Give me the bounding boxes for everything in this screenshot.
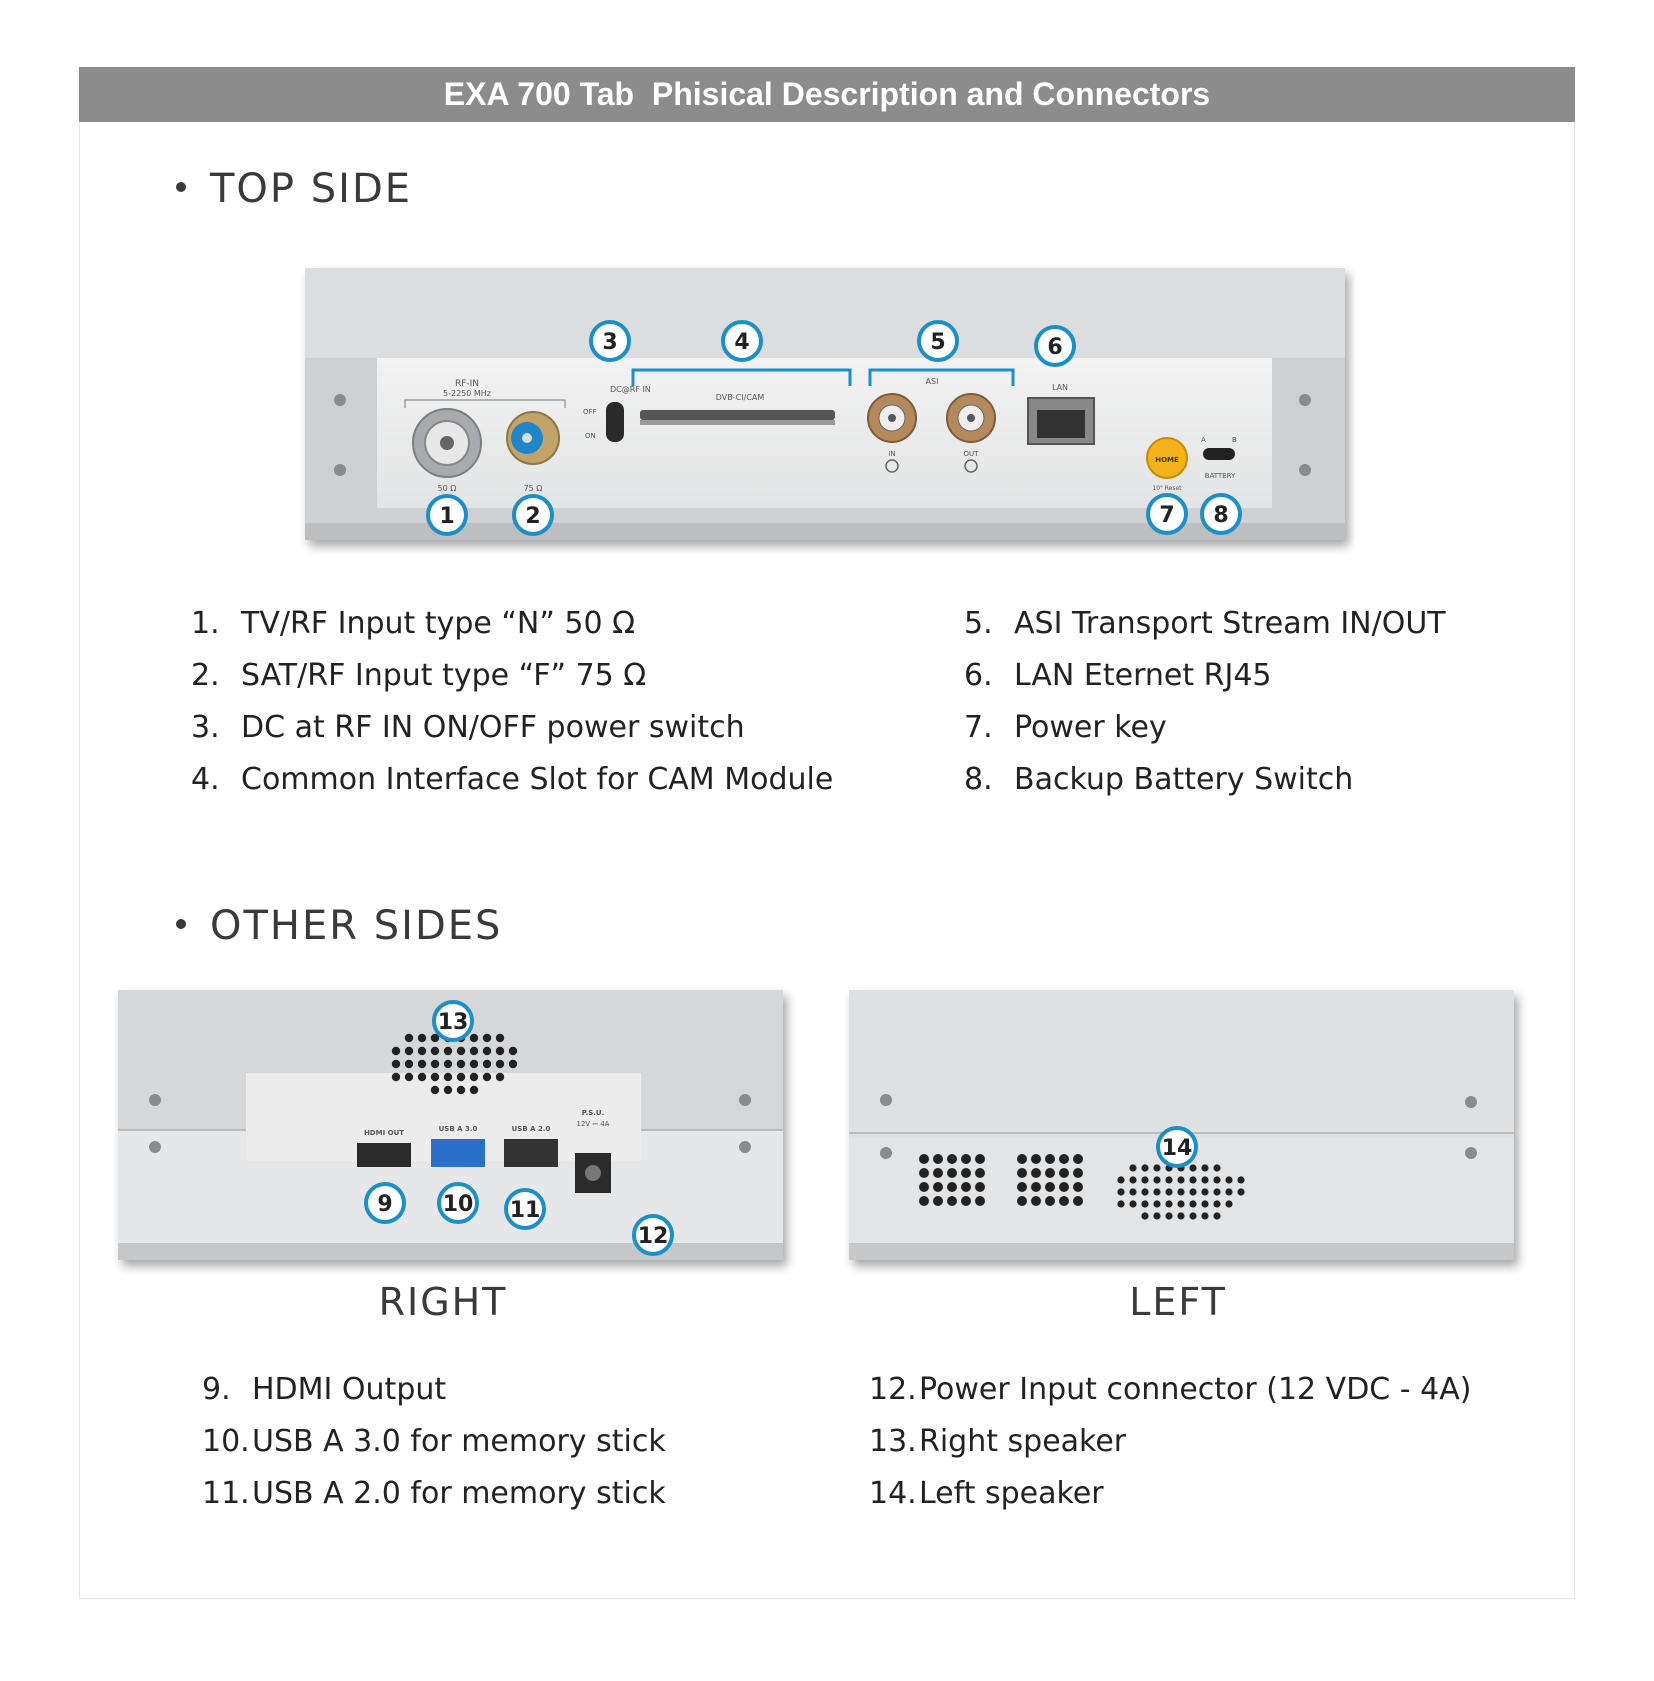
section-heading-top-side: TOP SIDE	[176, 166, 412, 212]
dc-switch-icon	[606, 402, 624, 442]
legend-item: 14.Left speaker	[869, 1476, 1104, 1511]
svg-text:DC@RF IN: DC@RF IN	[610, 385, 651, 394]
svg-text:10: 10	[443, 1192, 474, 1217]
hdmi-port-icon	[357, 1143, 411, 1167]
legend-item: 6.LAN Eternet RJ45	[964, 658, 1272, 693]
svg-text:3: 3	[602, 330, 617, 355]
top-side-photo: RF-IN 5-2250 MHz 50 Ω 75 Ω DC@RF IN OFF …	[305, 268, 1345, 540]
callout-11: 11	[504, 1188, 546, 1230]
section-heading-other-sides: OTHER SIDES	[176, 903, 502, 949]
svg-text:OUT: OUT	[964, 450, 980, 458]
legend-item: 8.Backup Battery Switch	[964, 762, 1354, 797]
svg-text:P.S.U.: P.S.U.	[582, 1109, 605, 1117]
legend-item: 10.USB A 3.0 for memory stick	[202, 1424, 666, 1459]
svg-text:5: 5	[930, 330, 945, 355]
left-speaker-grille	[919, 1154, 1245, 1220]
callout-8: 8	[1200, 493, 1242, 535]
svg-text:8: 8	[1213, 503, 1228, 528]
power-key-icon	[1146, 437, 1188, 479]
legend-item: 9.HDMI Output	[202, 1372, 447, 1407]
svg-text:DVB-CI/CAM: DVB-CI/CAM	[716, 393, 765, 402]
left-caption: LEFT	[1129, 1280, 1227, 1324]
ci-slot-icon	[640, 410, 835, 420]
svg-text:6: 6	[1047, 335, 1062, 360]
svg-text:B: B	[1232, 436, 1237, 444]
legend-item: 4.Common Interface Slot for CAM Module	[191, 762, 834, 797]
svg-text:ON: ON	[585, 432, 596, 440]
battery-switch-icon	[1203, 448, 1235, 460]
callout-7: 7	[1146, 493, 1188, 535]
callout-10: 10	[437, 1182, 479, 1224]
callout-4: 4	[721, 320, 763, 362]
svg-text:10" Reset: 10" Reset	[1152, 485, 1182, 492]
svg-text:A: A	[1201, 436, 1206, 444]
bullet-icon	[176, 182, 186, 192]
callout-1: 1	[426, 494, 468, 536]
other-sides-legend-left: 9.HDMI Output 10.USB A 3.0 for memory st…	[202, 1364, 666, 1520]
svg-text:ASI: ASI	[926, 377, 939, 386]
svg-text:12V ⎓ 4A: 12V ⎓ 4A	[577, 1120, 610, 1128]
rf-range-label: 5-2250 MHz	[443, 389, 491, 398]
svg-text:12: 12	[638, 1224, 669, 1249]
legend-item: 11.USB A 2.0 for memory stick	[202, 1476, 666, 1511]
svg-text:USB A 3.0: USB A 3.0	[439, 1125, 478, 1133]
legend-item: 7.Power key	[964, 710, 1167, 745]
top-side-legend-right: 5.ASI Transport Stream IN/OUT 6.LAN Eter…	[964, 598, 1446, 806]
callout-12: 12	[632, 1214, 674, 1256]
legend-item: 12.Power Input connector (12 VDC - 4A)	[869, 1372, 1472, 1407]
svg-text:75 Ω: 75 Ω	[524, 484, 543, 493]
left-side-photo: 14	[849, 990, 1514, 1260]
rf-in-label: RF-IN	[455, 379, 479, 389]
top-side-legend-left: 1.TV/RF Input type “N” 50 Ω 2.SAT/RF Inp…	[191, 598, 833, 806]
svg-text:4: 4	[734, 330, 749, 355]
svg-text:7: 7	[1159, 503, 1174, 528]
right-side-photo: HDMI OUT USB A 3.0 USB A 2.0 P.S.U. 12V …	[118, 990, 783, 1260]
svg-text:2: 2	[525, 504, 540, 529]
callout-14: 14	[1156, 1126, 1198, 1168]
other-sides-legend-right: 12.Power Input connector (12 VDC - 4A) 1…	[869, 1364, 1471, 1520]
legend-item: 13.Right speaker	[869, 1424, 1127, 1459]
callout-5: 5	[917, 320, 959, 362]
right-speaker-grille	[391, 1033, 518, 1095]
svg-text:9: 9	[377, 1192, 392, 1217]
svg-text:1: 1	[439, 504, 454, 529]
usb20-port-icon	[504, 1139, 558, 1167]
svg-text:BATTERY: BATTERY	[1205, 472, 1236, 480]
callout-9: 9	[364, 1182, 406, 1224]
svg-text:11: 11	[510, 1198, 541, 1223]
bullet-icon	[176, 919, 186, 929]
svg-text:OFF: OFF	[583, 408, 597, 416]
legend-item: 2.SAT/RF Input type “F” 75 Ω	[191, 658, 647, 693]
callout-3: 3	[589, 320, 631, 362]
svg-text:14: 14	[1162, 1136, 1193, 1161]
usb30-port-icon	[431, 1139, 485, 1167]
right-caption: RIGHT	[378, 1280, 508, 1324]
svg-text:IN: IN	[888, 450, 895, 458]
svg-text:13: 13	[438, 1010, 469, 1035]
callout-13: 13	[432, 1000, 474, 1042]
svg-text:LAN: LAN	[1052, 383, 1068, 392]
svg-text:USB A 2.0: USB A 2.0	[512, 1125, 551, 1133]
svg-text:HOME: HOME	[1155, 456, 1179, 464]
callout-6: 6	[1034, 325, 1076, 367]
legend-item: 5.ASI Transport Stream IN/OUT	[964, 606, 1446, 641]
svg-text:HDMI OUT: HDMI OUT	[364, 1129, 404, 1137]
legend-item: 3.DC at RF IN ON/OFF power switch	[191, 710, 745, 745]
callout-2: 2	[512, 494, 554, 536]
legend-item: 1.TV/RF Input type “N” 50 Ω	[191, 606, 636, 641]
page-title: EXA 700 Tab Phisical Description and Con…	[79, 67, 1575, 122]
svg-text:50 Ω: 50 Ω	[438, 484, 457, 493]
